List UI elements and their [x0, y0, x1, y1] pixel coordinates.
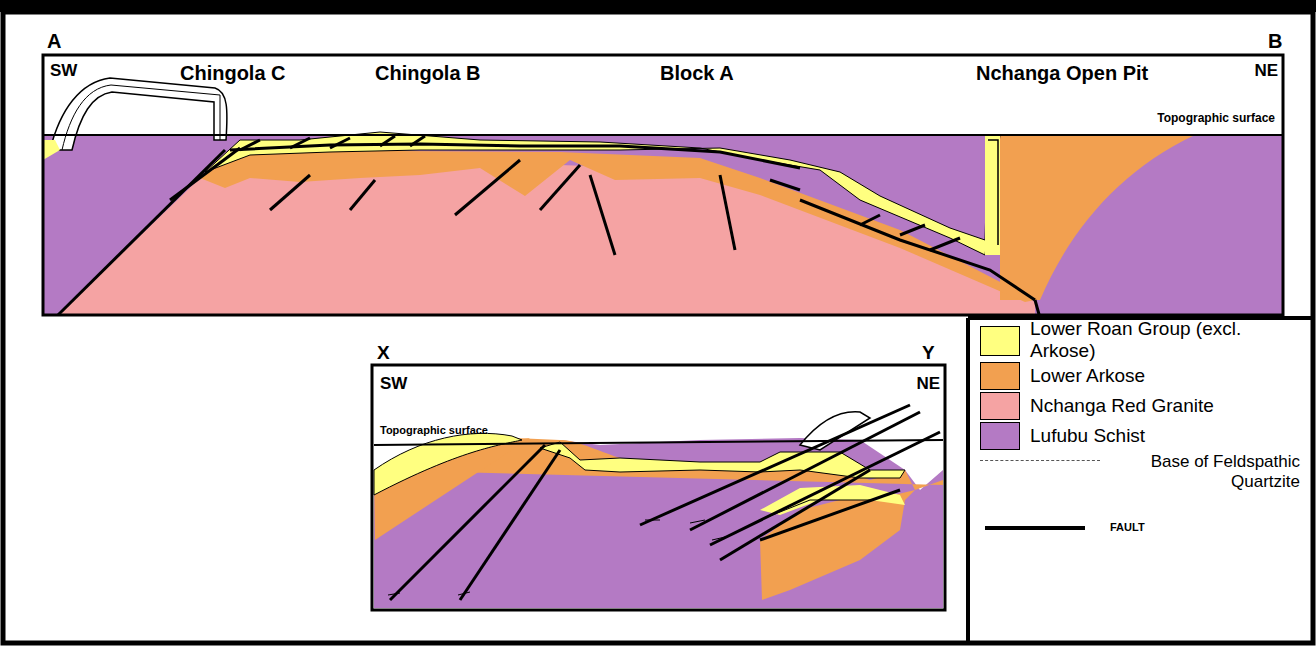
direction-label: SW: [380, 375, 407, 394]
section-end-label: B: [1268, 30, 1282, 52]
mine-name: Block A: [660, 62, 734, 84]
legend-text: FAULT: [1110, 521, 1145, 534]
mine-name: Chingola B: [375, 62, 481, 84]
legend-swatch: [980, 392, 1020, 420]
legend-text: Lufubu Schist: [1030, 425, 1300, 447]
direction-label: NE: [916, 375, 940, 394]
mine-name: Nchanga Open Pit: [976, 62, 1148, 84]
section-end-label: X: [377, 343, 390, 364]
legend-line-sample: [980, 460, 1100, 461]
legend-line-sample: [985, 526, 1085, 530]
legend-text: Lower Arkose: [1030, 365, 1300, 387]
legend-text: Base of Feldspathic Quartzite: [1110, 452, 1300, 491]
legend-text: Lower Roan Group (excl. Arkose): [1030, 318, 1300, 362]
mine-name: Chingola C: [180, 62, 286, 84]
direction-label: SW: [50, 62, 77, 81]
legend-swatch: [980, 326, 1020, 356]
legend-text: Nchanga Red Granite: [1030, 395, 1300, 417]
legend-swatch: [980, 362, 1020, 390]
surface-label: Topographic surface: [1157, 112, 1275, 125]
section-end-label: A: [47, 30, 61, 52]
section-end-label: Y: [922, 343, 935, 364]
direction-label: NE: [1254, 62, 1278, 81]
surface-label: Topographic surface: [380, 424, 488, 436]
legend-swatch: [980, 422, 1020, 450]
